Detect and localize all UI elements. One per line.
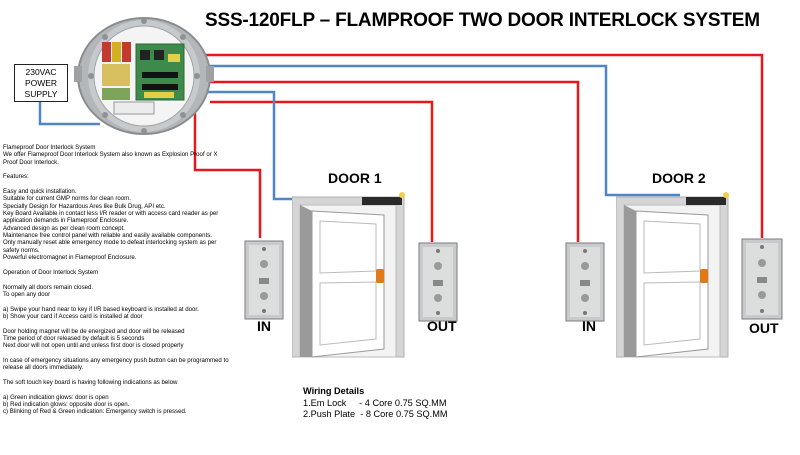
description-line: safety norms. xyxy=(3,246,40,254)
description-line: Next door will not open until and unless… xyxy=(3,342,184,350)
description-line: c) Blinking of Red & Green indication: E… xyxy=(3,408,187,416)
description-line: Only manually reset able emergency mode … xyxy=(3,239,217,247)
door-1-handle xyxy=(376,269,384,283)
description-line: b) Red indication glows: opposite door i… xyxy=(3,401,130,409)
description-line: a) Swipe your hand near to key if I/R ba… xyxy=(3,305,199,313)
door-2-in-label: IN xyxy=(582,318,596,334)
door-2 xyxy=(616,192,729,358)
door-1-in-push-plate xyxy=(244,240,284,320)
door-2-label: DOOR 2 xyxy=(652,170,706,186)
description-line: b) Show your card if Access card is inst… xyxy=(3,312,143,320)
wire-door1-out xyxy=(210,100,434,242)
door-2-in-push-plate xyxy=(565,242,605,322)
description-line: The soft touch key board is having follo… xyxy=(3,379,178,386)
description-line: Powerful electromagnet in Flameproof Enc… xyxy=(3,254,137,262)
description-line xyxy=(3,262,235,269)
description-line: Flameproof Door Interlock System xyxy=(3,144,96,151)
description-line: Proof Door Interlock. xyxy=(3,158,59,166)
wire-door1-in xyxy=(193,113,262,238)
description-line: release all doors immediately. xyxy=(3,364,84,372)
door-2-out-push-plate xyxy=(741,238,783,320)
wiring-details: Wiring Details 1.Em Lock - 4 Core 0.75 S… xyxy=(303,386,448,421)
wiring-line-em-lock: 1.Em Lock - 4 Core 0.75 SQ.MM xyxy=(303,397,447,408)
door-1-label: DOOR 1 xyxy=(328,170,382,186)
description-line: application demands in Flameproof Enclos… xyxy=(3,217,129,225)
description-line: We offer Flameproof Door Interlock Syste… xyxy=(3,151,218,159)
description-line xyxy=(3,276,235,283)
description-line: Maintenance free control panel with reli… xyxy=(3,232,213,240)
door-1 xyxy=(292,192,405,358)
description-line: Suitable for current GMP norms for clean… xyxy=(3,195,131,203)
description-line: Time period of door released by default … xyxy=(3,334,145,342)
description-line: Features: xyxy=(3,173,29,181)
description-line xyxy=(3,320,235,327)
wiring-line-push-plate: 2.Push Plate - 8 Core 0.75 SQ.MM xyxy=(303,409,448,419)
door-1-in-label: IN xyxy=(257,318,271,334)
description-line: Door holding magnet will be de energized… xyxy=(3,327,185,335)
description-line xyxy=(3,372,235,379)
power-supply-box: 230VAC POWER SUPPLY xyxy=(14,64,68,102)
description-line: Key Board Available in contact less I/R … xyxy=(3,210,219,218)
power-feed-wire xyxy=(38,102,100,126)
description-line xyxy=(3,181,235,188)
flameproof-enclosure xyxy=(74,17,214,135)
door-1-out-label: OUT xyxy=(427,318,457,334)
description-line: Easy and quick installation. xyxy=(3,188,77,196)
description-line: To open any door xyxy=(3,290,51,298)
door-2-out-label: OUT xyxy=(749,320,779,336)
diagram-title: SSS-120FLP – FLAMPROOF TWO DOOR INTERLOC… xyxy=(205,10,760,31)
wire-door2-lock xyxy=(208,64,680,197)
door-2-handle xyxy=(700,269,708,283)
door-2-em-lock xyxy=(686,197,726,205)
wire-door2-out xyxy=(205,53,764,238)
description-line xyxy=(3,350,235,357)
description-line xyxy=(3,298,235,305)
description-line: Operation of Door Interlock System xyxy=(3,268,99,276)
door-1-out-push-plate xyxy=(418,242,458,322)
description-line: Advanced design as per clean room concep… xyxy=(3,224,125,232)
description-line: Specially Design for Hazardous Ares like… xyxy=(3,202,166,210)
description-line xyxy=(3,166,235,173)
door-1-em-lock xyxy=(362,197,402,205)
wire-door2-in xyxy=(205,80,580,242)
supply-label: SUPPLY xyxy=(24,89,58,99)
power-voltage-label: 230VAC xyxy=(25,67,57,77)
power-label: POWER xyxy=(24,78,58,88)
description-line: In case of emergency situations any emer… xyxy=(3,356,229,364)
wiring-heading: Wiring Details xyxy=(303,386,365,396)
description-line: a) Green indication glows: door is open xyxy=(3,393,109,401)
description-line: Normally all doors remain closed. xyxy=(3,283,94,291)
description-line xyxy=(3,386,235,393)
